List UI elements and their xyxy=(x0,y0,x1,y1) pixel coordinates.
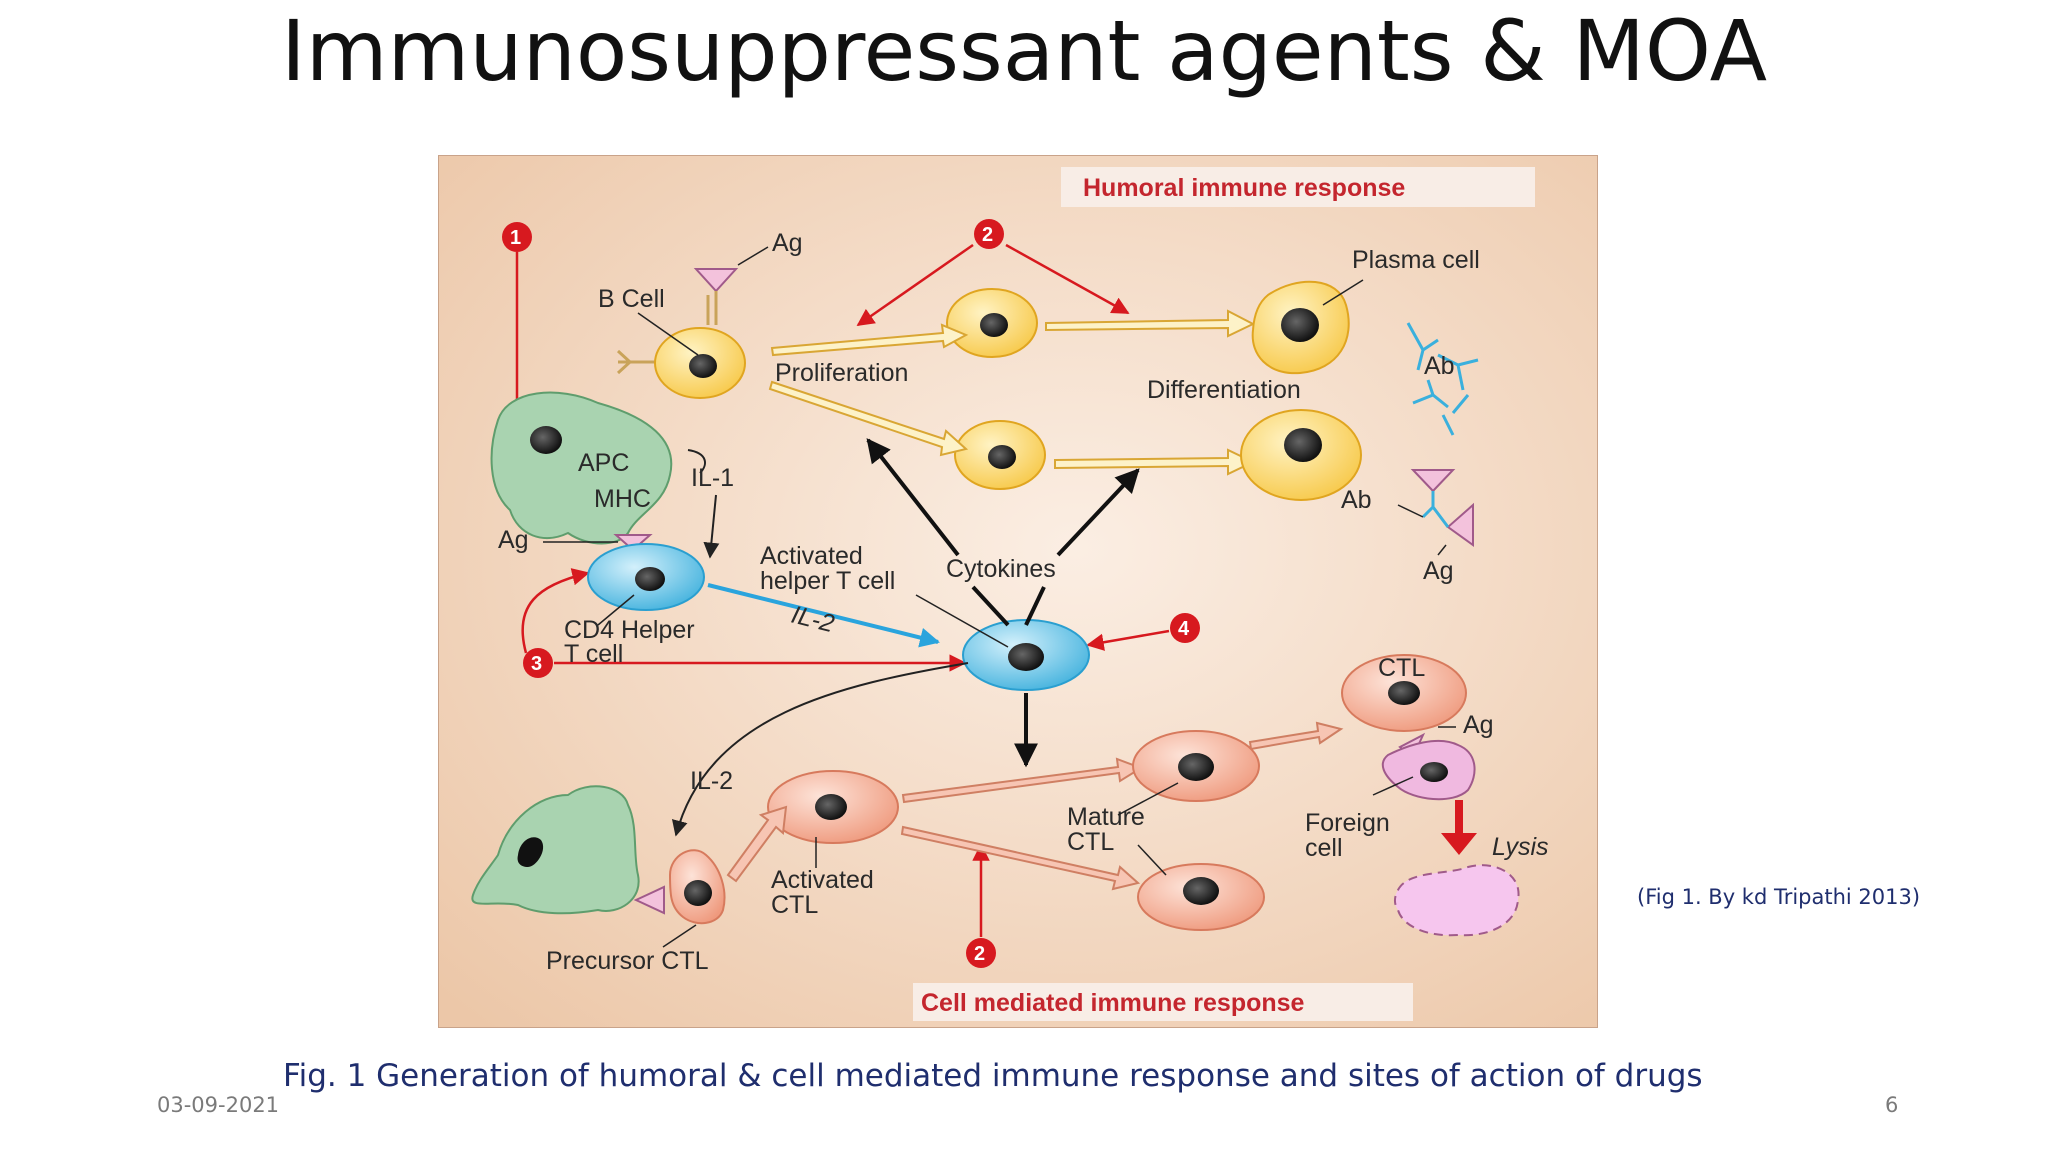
label-cytokines: Cytokines xyxy=(946,555,1056,583)
activated-helper-t-cell xyxy=(962,619,1090,691)
drug-site-marker-2-top: 2 xyxy=(974,219,1004,249)
cd4-helper-t-cell xyxy=(587,543,705,611)
precursor-ctl xyxy=(668,849,726,925)
drug-site-marker-4: 4 xyxy=(1170,613,1200,643)
proliferation-arrows xyxy=(768,309,1256,476)
label-ab-top: Ab xyxy=(1424,352,1455,380)
label-lysis: Lysis xyxy=(1492,833,1549,861)
drug-site-marker-2-bottom: 2 xyxy=(966,938,996,968)
label-ag-left: Ag xyxy=(498,526,529,554)
b-cell xyxy=(616,327,746,399)
memory-b-cell xyxy=(1240,409,1362,501)
label-ab-mid: Ab xyxy=(1341,486,1372,514)
label-ag-ctl: Ag xyxy=(1463,711,1494,739)
svg-text:1: 1 xyxy=(510,227,521,249)
label-proliferation: Proliferation xyxy=(775,359,908,387)
label-differentiation: Differentiation xyxy=(1147,376,1301,404)
label-apc: APC xyxy=(578,449,629,477)
svg-text:2: 2 xyxy=(974,943,985,965)
immune-response-figure: Humoral immune response Cell mediated im… xyxy=(438,155,1598,1028)
il2-blue-arrow xyxy=(707,583,940,648)
label-il2-lower: IL-2 xyxy=(690,767,733,795)
label-cd4-line1: CD4 Helper xyxy=(564,616,695,644)
label-activated-ctl-line1: Activated xyxy=(771,866,874,894)
ctl-maturation-arrows xyxy=(726,721,1344,891)
lysed-cell xyxy=(1394,864,1520,937)
activated-ctl xyxy=(767,770,899,844)
il2-lower-arrow xyxy=(671,662,969,837)
label-precursor-ctl: Precursor CTL xyxy=(546,947,709,975)
label-activated-ctl-line2: CTL xyxy=(771,891,818,919)
slide-date: 03-09-2021 xyxy=(157,1093,280,1117)
label-foreign-line1: Foreign xyxy=(1305,809,1390,837)
proliferating-b-cell-lower xyxy=(954,420,1046,490)
proliferating-b-cell-upper xyxy=(946,288,1038,358)
drug-arrow-2a xyxy=(856,243,974,327)
label-cd4-line2: T cell xyxy=(564,640,623,668)
lysis-arrow xyxy=(1441,800,1477,855)
label-activated-helper-line2: helper T cell xyxy=(760,567,895,595)
label-ag-right: Ag xyxy=(1423,557,1454,585)
foreign-cell xyxy=(1381,732,1476,801)
cell-mediated-header: Cell mediated immune response xyxy=(921,989,1305,1017)
svg-text:3: 3 xyxy=(531,653,542,675)
cytokine-arrows xyxy=(866,438,1140,768)
drug-arrow-4 xyxy=(1086,629,1170,651)
cell-mediated-header-box xyxy=(913,983,1413,1021)
svg-text:4: 4 xyxy=(1178,618,1190,640)
label-activated-helper-line1: Activated xyxy=(760,542,863,570)
mature-ctl-lower xyxy=(1137,863,1265,931)
antibody-antigen-complex xyxy=(1397,469,1474,556)
drug-arrow-3-curve xyxy=(521,568,590,654)
presenting-cell-lower xyxy=(471,785,665,915)
slide-page-number: 6 xyxy=(1885,1093,1899,1117)
label-mhc: MHC xyxy=(594,485,651,513)
figure-caption: Fig. 1 Generation of humoral & cell medi… xyxy=(283,1058,1703,1094)
label-plasma-cell: Plasma cell xyxy=(1352,246,1480,274)
antibody-icons xyxy=(1406,322,1479,436)
antigen-icon-top xyxy=(693,246,769,325)
antigen-presenting-cell xyxy=(490,391,673,552)
effector-ctl xyxy=(1341,654,1467,732)
label-il1: IL-1 xyxy=(691,464,734,492)
label-b-cell: B Cell xyxy=(598,285,665,313)
drug-site-marker-3: 3 xyxy=(523,648,553,678)
plasma-cell xyxy=(1251,279,1364,375)
drug-site-marker-1: 1 xyxy=(502,222,532,252)
humoral-header: Humoral immune response xyxy=(1083,174,1405,202)
figure-credit: (Fig 1. By kd Tripathi 2013) xyxy=(1637,885,1921,909)
slide-title: Immunosuppressant agents & MOA xyxy=(280,2,1768,100)
drug-arrow-2b xyxy=(1005,243,1130,315)
humoral-header-box xyxy=(1061,167,1535,207)
label-ctl-top: CTL xyxy=(1378,654,1425,682)
label-ag-top: Ag xyxy=(772,229,803,257)
label-foreign-line2: cell xyxy=(1305,834,1343,862)
label-mature-line2: CTL xyxy=(1067,828,1114,856)
mature-ctl-upper xyxy=(1132,730,1260,802)
svg-text:2: 2 xyxy=(982,224,993,246)
